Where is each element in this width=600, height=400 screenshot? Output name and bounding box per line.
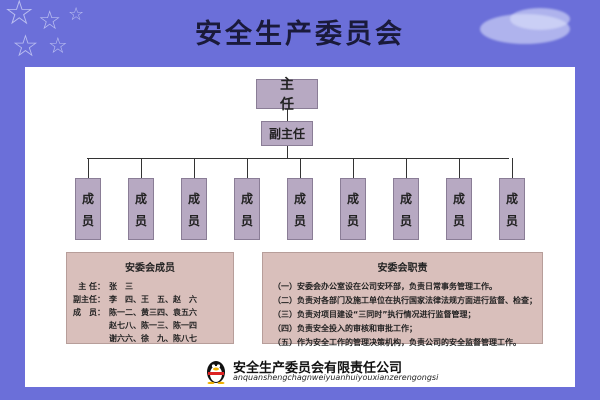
- vice-director-box: 副主任: [261, 121, 313, 146]
- director-box: 主 任: [256, 77, 318, 113]
- connector-line: [406, 158, 407, 178]
- member-row: 副主任：李 四、王 五、赵 六: [73, 295, 197, 304]
- company-name-cn: 安全生产委员会有限责任公司: [233, 361, 403, 376]
- connector-line: [87, 158, 509, 159]
- star-decoration-icon: ☆: [12, 29, 39, 64]
- committee-duties-panel: 安委会职责 （一）安委会办公室设在公司安环部，负责日常事务管理工作。 （二）负责…: [262, 252, 543, 347]
- member-label-top: 成: [452, 191, 465, 206]
- duty-item: （三）负责对项目建设“三同时”执行情况进行监督管理；: [273, 310, 476, 319]
- member-row: 主 任：张 三: [78, 282, 133, 291]
- connector-line: [194, 158, 195, 178]
- connector-line: [512, 158, 513, 178]
- connector-line: [353, 158, 354, 178]
- member-label-top: 成: [240, 191, 253, 206]
- duty-item: （五）作为安全工作的管理决策机构，负责公司的安全监督管理工作。: [273, 338, 521, 347]
- member-label-bottom: 员: [240, 213, 253, 228]
- member-box: 成员: [446, 178, 472, 240]
- member-label-bottom: 员: [505, 213, 518, 228]
- committee-members-panel: 安委会成员 主 任：张 三 副主任：李 四、王 五、赵 六 成 员：陈一二、黄三…: [66, 252, 234, 344]
- company-name-en: anquanshengchagnweiyuanhuiyouxianzerengo…: [233, 373, 439, 382]
- member-label-top: 成: [187, 191, 200, 206]
- member-row: 成 员：陈一二、黄三四、袁五六: [73, 308, 197, 317]
- connector-line: [88, 158, 89, 178]
- penguin-logo-icon: [207, 361, 225, 384]
- cloud-decoration: [510, 8, 570, 30]
- connector-line: [287, 109, 288, 121]
- member-label-bottom: 员: [346, 213, 359, 228]
- member-label-bottom: 员: [399, 213, 412, 228]
- connector-line: [141, 158, 142, 178]
- page-title: 安全生产委员会: [195, 19, 405, 50]
- connector-line: [287, 146, 288, 158]
- member-box: 成员: [181, 178, 207, 240]
- connector-line: [300, 158, 301, 178]
- star-decoration-icon: ☆: [48, 34, 68, 59]
- member-label-top: 成: [346, 191, 359, 206]
- member-box: 成员: [128, 178, 154, 240]
- member-row: 赵七八、陈一三、陈一四: [109, 321, 197, 330]
- member-row: 谢六六、徐 九、陈八七: [109, 334, 197, 343]
- member-box: 成员: [393, 178, 419, 240]
- member-label-bottom: 员: [134, 213, 147, 228]
- member-label-bottom: 员: [293, 213, 306, 228]
- member-label-bottom: 员: [187, 213, 200, 228]
- member-box: 成员: [499, 178, 525, 240]
- member-label-bottom: 员: [81, 213, 94, 228]
- member-box: 成员: [340, 178, 366, 240]
- member-label-bottom: 员: [452, 213, 465, 228]
- duty-item: （一）安委会办公室设在公司安环部，负责日常事务管理工作。: [273, 282, 497, 291]
- member-label-top: 成: [399, 191, 412, 206]
- content-panel: 主 任 副主任 成员成员成员成员成员成员成员成员成员 安委会成员 主 任：张 三…: [25, 67, 575, 387]
- committee-duties-title: 安委会职责: [377, 263, 428, 274]
- member-label-top: 成: [134, 191, 147, 206]
- duty-item: （四）负责安全投入的审核和审批工作；: [273, 324, 417, 333]
- star-decoration-icon: ☆: [38, 6, 62, 36]
- member-label-top: 成: [505, 191, 518, 206]
- committee-members-title: 安委会成员: [125, 263, 175, 274]
- star-decoration-icon: ☆: [4, 0, 35, 33]
- connector-line: [247, 158, 248, 178]
- member-box: 成员: [75, 178, 101, 240]
- duty-item: （二）负责对各部门及施工单位在执行国家法律法规方面进行监督、检查；: [273, 296, 537, 305]
- member-label-top: 成: [293, 191, 306, 206]
- member-box: 成员: [234, 178, 260, 240]
- member-box: 成员: [287, 178, 313, 240]
- connector-line: [459, 158, 460, 178]
- member-label-top: 成: [81, 191, 94, 206]
- star-decoration-icon: ☆: [68, 4, 85, 25]
